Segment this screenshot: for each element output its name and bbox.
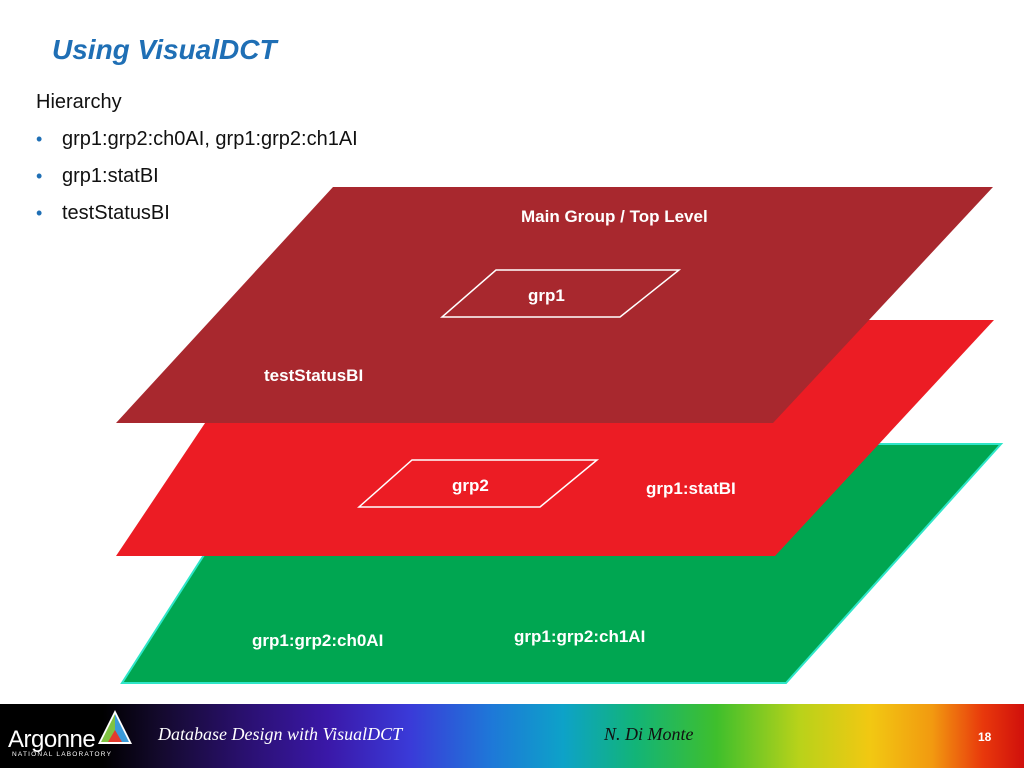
bullet-item-teststatusbi: • testStatusBI [36, 199, 358, 236]
bullet-text: grp1:statBI [62, 165, 159, 187]
page-number: 18 [978, 730, 992, 744]
bullet-item-statbi: • grp1:statBI [36, 162, 358, 199]
grp2-group-box[interactable] [357, 459, 600, 508]
argonne-triangle-logo-icon [98, 710, 132, 744]
bullet-item-ch-records: • grp1:grp2:ch0AI, grp1:grp2:ch1AI [36, 125, 358, 162]
bullet-dot: • [36, 166, 43, 186]
bullet-list: Hierarchy • grp1:grp2:ch0AI, grp1:grp2:ch… [36, 88, 358, 236]
top-layer-plane [116, 187, 993, 423]
grp1-group-box[interactable] [439, 269, 682, 318]
bullet-dot: • [36, 129, 43, 149]
grp1-label: grp1 [528, 286, 565, 305]
bullet-text: grp1:grp2:ch0AI, grp1:grp2:ch1AI [62, 128, 358, 150]
bullet-dot: • [36, 203, 43, 223]
footer-presentation-title: Database Design with VisualDCT [158, 724, 403, 744]
footer-author: N. Di Monte [604, 724, 694, 744]
top-layer-title: Main Group / Top Level [521, 207, 708, 226]
footer-bar [0, 700, 1024, 768]
record-label-ch1ai: grp1:grp2:ch1AI [514, 627, 645, 646]
record-label-ch0ai: grp1:grp2:ch0AI [252, 631, 383, 650]
bullet-text: testStatusBI [62, 202, 170, 224]
bullet-text: Hierarchy [36, 91, 122, 113]
argonne-logo-wordmark: Argonne [8, 726, 96, 753]
slide-title: Using VisualDCT [52, 34, 277, 65]
record-label-teststatusbi: testStatusBI [264, 366, 363, 385]
grp2-label: grp2 [452, 476, 489, 495]
hierarchy-diagram: grp1:grp2:ch0AI grp1:grp2:ch1AI grp2 grp… [116, 187, 1004, 684]
footer-divider [0, 700, 1024, 704]
bullet-item-hierarchy: Hierarchy [36, 88, 358, 125]
record-label-statbi: grp1:statBI [646, 479, 736, 498]
argonne-logo-subtitle: NATIONAL LABORATORY [12, 751, 113, 758]
